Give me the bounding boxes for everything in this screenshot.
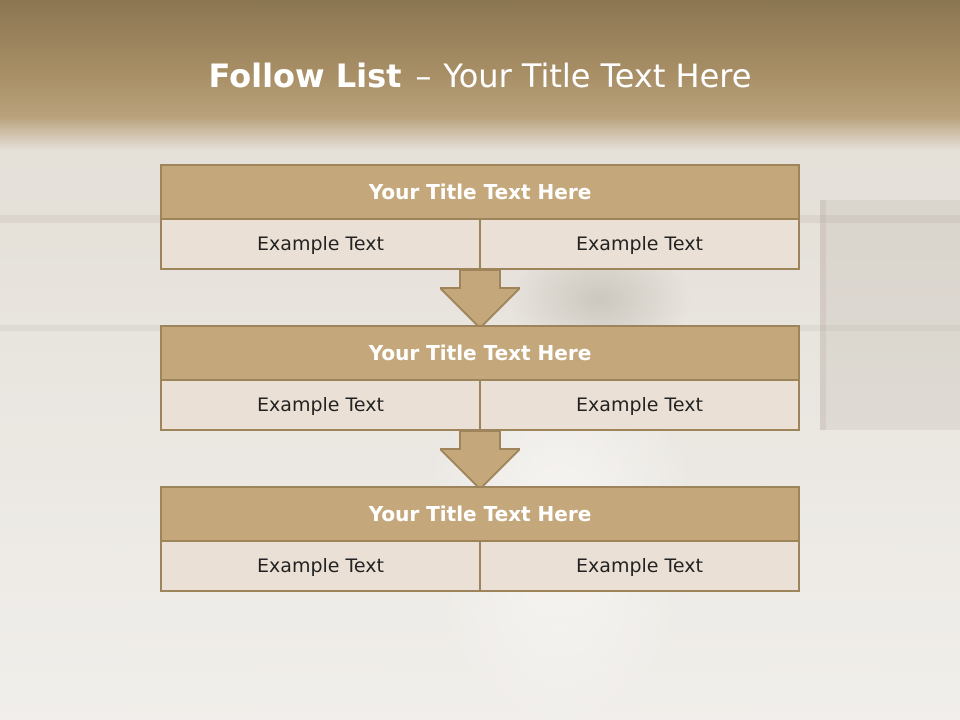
slide-title: Follow List–Your Title Text Here <box>0 52 960 100</box>
title-dash: – <box>415 57 432 95</box>
step-cell-left: Example Text <box>162 220 479 268</box>
step-block-1: Your Title Text Here Example Text Exampl… <box>160 164 800 270</box>
step-cell-right: Example Text <box>479 381 798 429</box>
down-arrow-icon <box>440 270 520 330</box>
step-cell-left: Example Text <box>162 381 479 429</box>
background-window <box>820 200 960 430</box>
step-cell-right: Example Text <box>479 220 798 268</box>
step-block-3: Your Title Text Here Example Text Exampl… <box>160 486 800 592</box>
title-subtitle-part: Your Title Text Here <box>443 57 752 95</box>
step-block-2: Your Title Text Here Example Text Exampl… <box>160 325 800 431</box>
step-row: Example Text Example Text <box>160 381 800 431</box>
step-cell-left: Example Text <box>162 542 479 590</box>
step-row: Example Text Example Text <box>160 542 800 592</box>
header-band <box>0 0 960 150</box>
step-row: Example Text Example Text <box>160 220 800 270</box>
step-heading: Your Title Text Here <box>160 325 800 381</box>
step-heading: Your Title Text Here <box>160 164 800 220</box>
step-heading: Your Title Text Here <box>160 486 800 542</box>
step-cell-right: Example Text <box>479 542 798 590</box>
down-arrow-icon <box>440 431 520 491</box>
title-bold-part: Follow List <box>208 57 402 95</box>
